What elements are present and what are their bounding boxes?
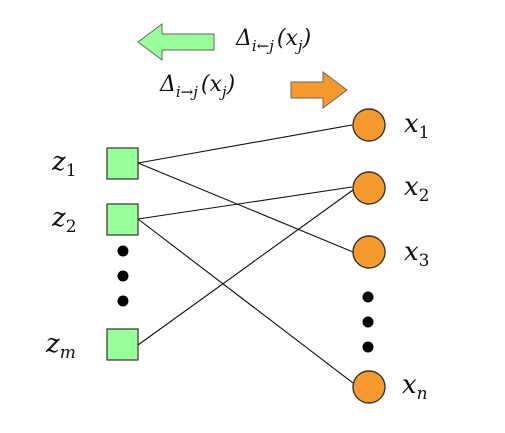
message-right-delta: Δ [159, 72, 176, 97]
factor-label-zm: zm [45, 329, 76, 363]
right-arrow-icon [290, 71, 348, 109]
variable-ellipsis-dot [362, 341, 374, 353]
edge-z1-x1 [137, 124, 353, 164]
message-left: Δi←j(xj) [137, 23, 311, 61]
message-left-subscript: i←j [252, 37, 274, 55]
variable-ellipsis-dot [362, 316, 374, 328]
message-right: Δi→j(xj) [159, 71, 348, 109]
variable-node-x3 [352, 235, 386, 269]
message-right-argument: (x [201, 72, 223, 97]
variable-label-x1: x1 [404, 109, 430, 143]
edge-zm-x2 [137, 189, 354, 346]
message-left-argument-subscript: j [295, 37, 303, 55]
variable-ellipsis-dot [362, 291, 374, 303]
variable-label-xn: xn [402, 370, 428, 404]
factor-ellipsis [117, 245, 129, 307]
factor-node-zm [106, 328, 139, 361]
message-right-label: Δi→j(xj) [159, 72, 235, 101]
variable-label-x3: x3 [404, 237, 430, 271]
edge-z1-x3 [137, 162, 354, 253]
variable-nodes [352, 108, 386, 404]
factor-label-z1: z1 [51, 147, 77, 181]
factor-nodes [106, 147, 139, 361]
factor-labels: z1 z2 zm [45, 147, 77, 363]
factor-node-z1 [106, 147, 139, 180]
variable-labels: x1 x2 x3 xn [402, 109, 430, 404]
message-left-close: ) [302, 26, 312, 51]
message-right-close: ) [226, 72, 236, 97]
edge-z2-x2 [137, 186, 353, 220]
left-arrow-icon [137, 23, 215, 61]
message-left-label: Δi←j(xj) [235, 26, 311, 55]
variable-label-x2: x2 [404, 172, 430, 206]
variable-node-xn [352, 370, 386, 404]
message-right-argument-subscript: j [219, 83, 227, 101]
factor-ellipsis-dot [117, 245, 129, 257]
variable-node-x1 [352, 108, 386, 142]
edges [137, 124, 354, 384]
message-left-argument: (x [277, 26, 299, 51]
factor-ellipsis-dot [117, 270, 129, 282]
message-right-subscript: i→j [176, 83, 198, 101]
edge-z2-xn [137, 218, 354, 384]
factor-ellipsis-dot [117, 295, 129, 307]
factor-node-z2 [106, 203, 139, 236]
factor-label-z2: z2 [51, 203, 77, 237]
variable-node-x2 [352, 171, 386, 205]
message-left-delta: Δ [235, 26, 252, 51]
variable-ellipsis [362, 291, 374, 353]
